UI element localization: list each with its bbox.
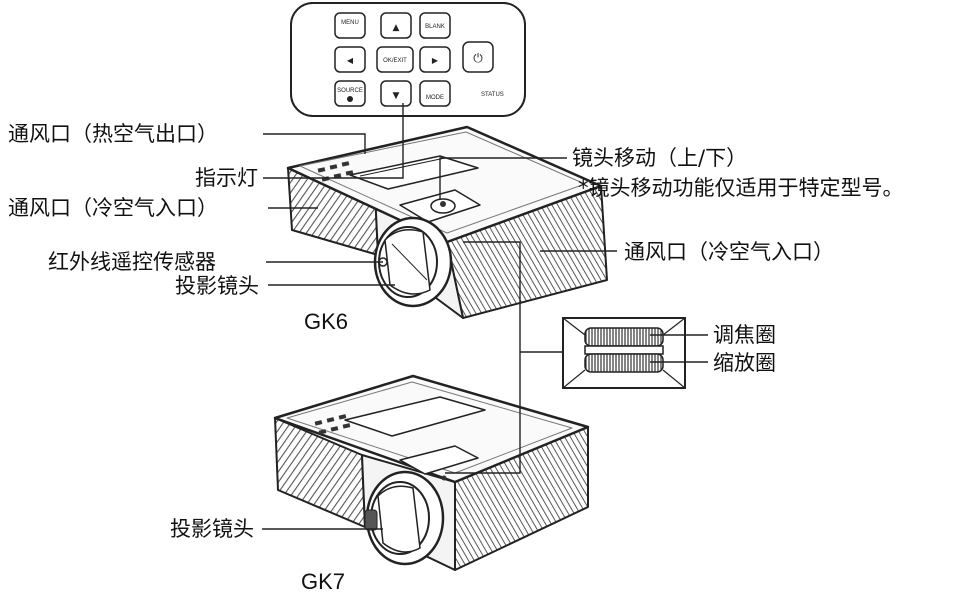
mode-button[interactable]: MODE <box>419 80 451 107</box>
up-arrow-icon: ▲ <box>393 23 400 33</box>
ok-exit-button-label: OK/EXIT <box>383 58 407 64</box>
down-button[interactable]: ▼ <box>380 80 412 107</box>
leader-vent-hot <box>263 133 366 154</box>
lens-gk7-label: 投影镜头 <box>170 517 254 541</box>
ok-exit-button[interactable]: OK/EXIT <box>376 46 414 73</box>
indicator-keys <box>317 161 354 182</box>
projector-gk7 <box>273 374 590 571</box>
lens-shift-label: 镜头移动（上/下） <box>572 146 748 170</box>
left-arrow-icon: ◀ <box>347 56 354 65</box>
leader-indicator <box>263 103 404 179</box>
focus-ring-label: 调焦圈 <box>713 323 776 347</box>
model-gk7-label: GK7 <box>301 569 346 594</box>
right-button[interactable]: ▶ <box>419 46 451 73</box>
left-button[interactable]: ◀ <box>334 46 366 73</box>
indicator-label: 指示灯 <box>195 166 258 190</box>
control-panel: MENU ▲ BLANK ◀ OK/EXIT ▶ ⏻ SOURCE <box>290 2 526 117</box>
zoom-ring-detail <box>584 353 664 373</box>
power-button[interactable]: ⏻ <box>462 41 494 73</box>
vent-hot-label: 通风口（热空气出口） <box>8 122 218 146</box>
blank-button-label: BLANK <box>425 24 445 30</box>
projector-gk6 <box>286 125 608 319</box>
menu-button-label: MENU <box>341 20 359 26</box>
focus-ring-detail <box>584 327 664 347</box>
right-arrow-icon: ▶ <box>432 56 439 65</box>
power-icon: ⏻ <box>473 51 483 65</box>
down-arrow-icon: ▼ <box>393 91 400 101</box>
source-button-label: SOURCE <box>337 88 363 94</box>
leader-lens-shift <box>439 157 567 200</box>
menu-button[interactable]: MENU <box>334 12 366 39</box>
lens-gk6-label: 投影镜头 <box>175 274 259 298</box>
vent-cold-right-label: 通风口（冷空气入口） <box>624 240 834 264</box>
mode-button-label: MODE <box>426 95 444 101</box>
zoom-ring-label: 缩放圈 <box>713 351 776 375</box>
ir-sensor-label: 红外线遥控传感器 <box>48 250 216 274</box>
lens-ring-inset <box>562 317 686 389</box>
status-text: STATUS <box>481 92 504 98</box>
lens-shift-note: *镜头移动功能仅适用于特定型号。 <box>578 176 904 200</box>
leader-lines <box>262 103 708 530</box>
up-button[interactable]: ▲ <box>380 12 412 39</box>
leader-lens-inset <box>445 241 521 474</box>
source-dot-icon <box>347 96 353 102</box>
source-button[interactable]: SOURCE <box>334 80 366 107</box>
vent-cold-left-label: 通风口（冷空气入口） <box>8 196 218 220</box>
blank-button[interactable]: BLANK <box>419 12 451 39</box>
model-gk6-label: GK6 <box>304 309 349 334</box>
